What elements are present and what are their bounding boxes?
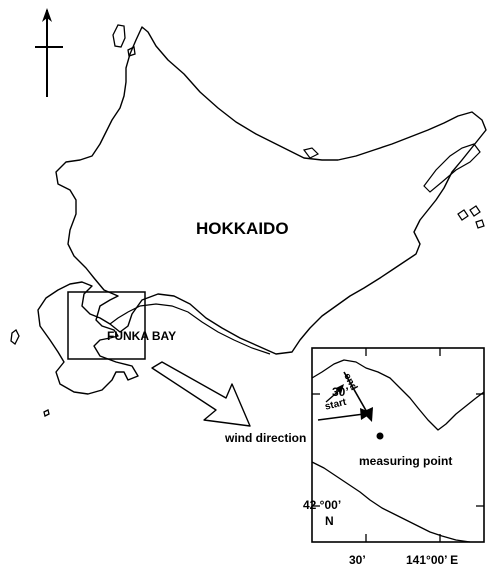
- funka-bay-box: [67, 291, 146, 360]
- inset-coast-south: [311, 461, 471, 543]
- inset-ticks: [312, 348, 484, 542]
- label-hokkaido: HOKKAIDO: [196, 219, 289, 238]
- label-measuring-point: measuring point: [359, 454, 453, 468]
- label-longitude-30: 30’: [349, 553, 366, 567]
- zoom-arrow: [151, 361, 251, 427]
- label-wind-direction: wind direction: [225, 431, 307, 445]
- east-islands: [302, 143, 485, 229]
- label-north: N: [325, 514, 334, 528]
- label-latitude-30: 30’: [332, 385, 349, 399]
- hokkaido-coastline: [37, 26, 487, 395]
- inset-coast-north: [311, 359, 485, 431]
- inset-frame: [311, 347, 485, 543]
- measuring-point-icon: [376, 432, 384, 440]
- label-longitude-141: 141°00’ E: [406, 553, 459, 567]
- label-funka-bay: FUNKA BAY: [107, 329, 177, 343]
- north-arrow-icon: [35, 8, 63, 97]
- wind-arrows: [317, 371, 373, 422]
- funka-bay-coast: [109, 303, 271, 355]
- label-latitude-42: 42 °00’: [303, 498, 342, 512]
